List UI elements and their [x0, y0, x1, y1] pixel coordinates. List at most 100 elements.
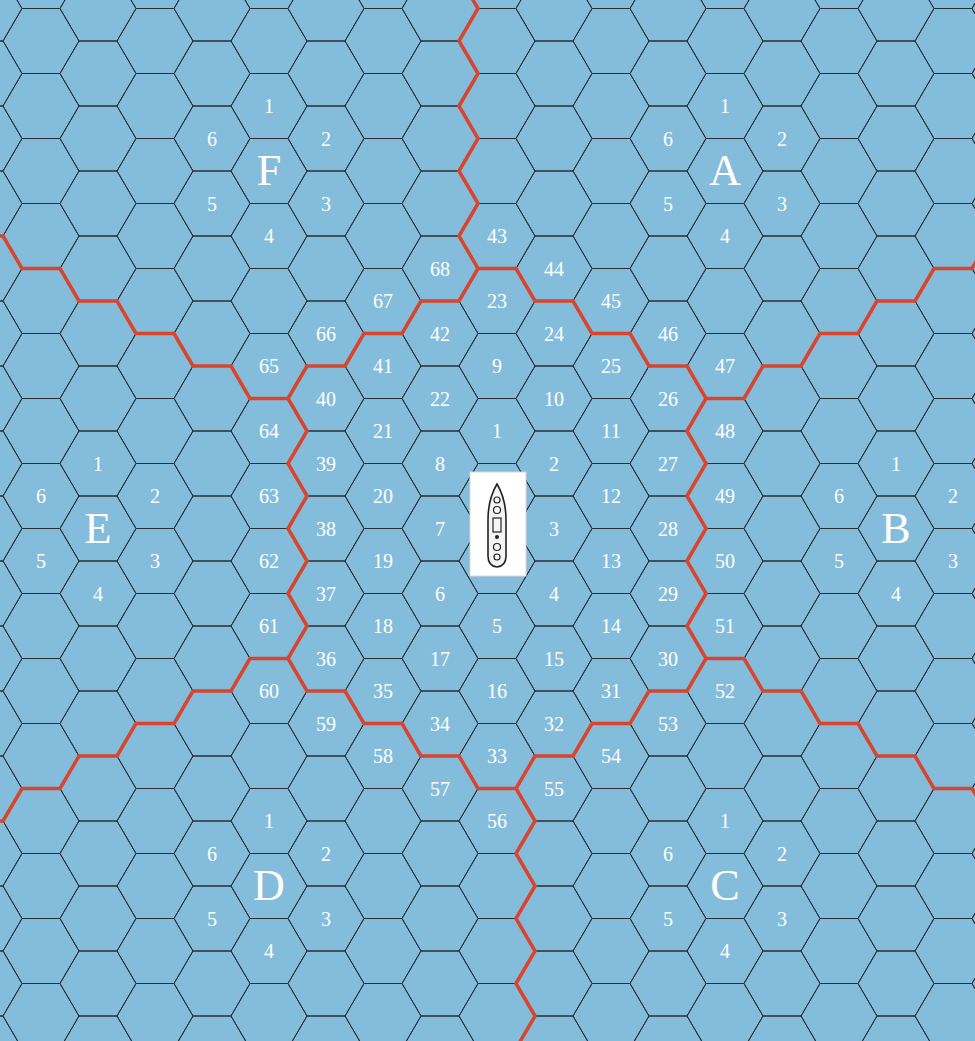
- hex-number: 1: [492, 421, 502, 441]
- sector-letter: B: [881, 507, 910, 551]
- hex-number: 13: [601, 551, 621, 571]
- hex-number: 5: [207, 194, 217, 214]
- hex-number: 4: [720, 226, 730, 246]
- hex-number: 45: [601, 291, 621, 311]
- hex-number: 2: [321, 129, 331, 149]
- hex-number: 3: [777, 194, 787, 214]
- hex-number: 6: [36, 486, 46, 506]
- counter-square: [470, 472, 526, 576]
- hex-number: 53: [658, 714, 678, 734]
- hex-number: 4: [891, 584, 901, 604]
- ship-turret: [494, 544, 501, 551]
- hex-number: 3: [777, 909, 787, 929]
- hex-number: 49: [715, 486, 735, 506]
- hex-number: 59: [316, 714, 336, 734]
- sector-letter: D: [253, 864, 285, 908]
- hex-number: 21: [373, 421, 393, 441]
- sector-letter: A: [709, 149, 741, 193]
- hex-number: 60: [259, 681, 279, 701]
- hex-number: 2: [549, 454, 559, 474]
- hex-number: 47: [715, 356, 735, 376]
- hex-number: 41: [373, 356, 393, 376]
- sector-letter: F: [257, 149, 281, 193]
- hex-number: 54: [601, 746, 621, 766]
- hex-number: 3: [321, 194, 331, 214]
- hex-number: 34: [430, 714, 450, 734]
- hex-number: 67: [373, 291, 393, 311]
- hex-number: 2: [777, 844, 787, 864]
- hex-number: 5: [834, 551, 844, 571]
- hex-number: 40: [316, 389, 336, 409]
- hex-number: 68: [430, 259, 450, 279]
- hex-number: 5: [207, 909, 217, 929]
- hex-number: 37: [316, 584, 336, 604]
- hex-number: 26: [658, 389, 678, 409]
- hex-number: 52: [715, 681, 735, 701]
- hex-number: 11: [601, 421, 620, 441]
- hex-number: 27: [658, 454, 678, 474]
- hex-number: 6: [834, 486, 844, 506]
- hex-number: 50: [715, 551, 735, 571]
- hex-number: 7: [435, 519, 445, 539]
- hex-number: 2: [777, 129, 787, 149]
- hex-number: 48: [715, 421, 735, 441]
- hex-number: 5: [492, 616, 502, 636]
- hex-number: 42: [430, 324, 450, 344]
- hex-number: 2: [150, 486, 160, 506]
- hex-number: 62: [259, 551, 279, 571]
- hex-number: 55: [544, 779, 564, 799]
- hex-number: 33: [487, 746, 507, 766]
- hex-number: 1: [264, 96, 274, 116]
- hex-number: 25: [601, 356, 621, 376]
- hex-number: 6: [435, 584, 445, 604]
- hex-number: 4: [264, 941, 274, 961]
- hex-number: 1: [93, 454, 103, 474]
- hex-number: 8: [435, 454, 445, 474]
- hex-number: 10: [544, 389, 564, 409]
- hex-number: 12: [601, 486, 621, 506]
- hex-number: 30: [658, 649, 678, 669]
- hex-number: 5: [663, 194, 673, 214]
- hex-number: 17: [430, 649, 450, 669]
- hex-number: 56: [487, 811, 507, 831]
- hex-number: 18: [373, 616, 393, 636]
- sector-letter: C: [710, 864, 739, 908]
- hex-number: 20: [373, 486, 393, 506]
- hex-number: 2: [948, 486, 958, 506]
- hex-number: 51: [715, 616, 735, 636]
- hex-number: 3: [948, 551, 958, 571]
- hex-number: 4: [93, 584, 103, 604]
- hex-number: 36: [316, 649, 336, 669]
- hex-number: 2: [321, 844, 331, 864]
- hex-number: 28: [658, 519, 678, 539]
- ship-superstructure: [493, 518, 501, 532]
- hex-number: 3: [321, 909, 331, 929]
- hex-number: 15: [544, 649, 564, 669]
- hex-number: 32: [544, 714, 564, 734]
- hex-number: 46: [658, 324, 678, 344]
- hex-number: 1: [891, 454, 901, 474]
- hex-number: 63: [259, 486, 279, 506]
- hex-number: 58: [373, 746, 393, 766]
- hex-number: 19: [373, 551, 393, 571]
- hex-number: 4: [720, 941, 730, 961]
- hex-number: 6: [207, 844, 217, 864]
- hex-number: 3: [549, 519, 559, 539]
- hex-number: 6: [663, 844, 673, 864]
- hex-number: 6: [663, 129, 673, 149]
- ship-turret: [494, 507, 501, 514]
- hex-number: 43: [487, 226, 507, 246]
- hex-number: 4: [549, 584, 559, 604]
- ship-funnel: [495, 535, 499, 539]
- hex-number: 64: [259, 421, 279, 441]
- hex-number: 14: [601, 616, 621, 636]
- hex-number: 16: [487, 681, 507, 701]
- hex-number: 44: [544, 259, 564, 279]
- hex-number: 3: [150, 551, 160, 571]
- hex-number: 57: [430, 779, 450, 799]
- hex-number: 24: [544, 324, 564, 344]
- hex-number: 1: [264, 811, 274, 831]
- hex-number: 5: [663, 909, 673, 929]
